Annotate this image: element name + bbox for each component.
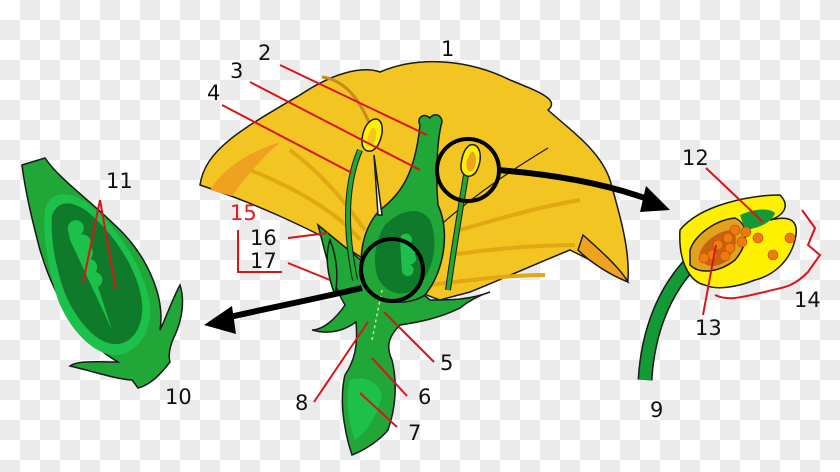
label-17: 17 [250,249,277,273]
label-12: 12 [682,146,709,170]
arrow-to-ovary-detail [204,285,363,334]
leader-lines [82,64,822,428]
label-4: 4 [207,81,220,105]
label-11: 11 [106,169,133,193]
label-7: 7 [408,421,421,445]
label-9: 9 [650,398,663,422]
label-2: 2 [258,41,271,65]
label-15: 15 [230,201,257,225]
number-labels: 1 2 3 4 5 6 7 8 9 10 11 12 13 14 15 16 1… [106,37,821,445]
magnifier-circle-ovary [359,237,425,303]
ovary-cross-section [21,157,184,389]
label-13: 13 [695,316,722,340]
stamen-detail [637,194,797,381]
label-8: 8 [295,391,308,415]
label-1: 1 [441,37,454,61]
arrow-to-stamen-detail [497,167,670,212]
label-5: 5 [440,351,453,375]
label-14: 14 [794,288,821,312]
label-3: 3 [230,59,243,83]
label-10: 10 [165,385,192,409]
sepals-and-stalk [311,222,491,456]
label-6: 6 [418,385,431,409]
stamens [345,118,482,291]
pistil [360,114,446,341]
label-16: 16 [250,226,277,250]
